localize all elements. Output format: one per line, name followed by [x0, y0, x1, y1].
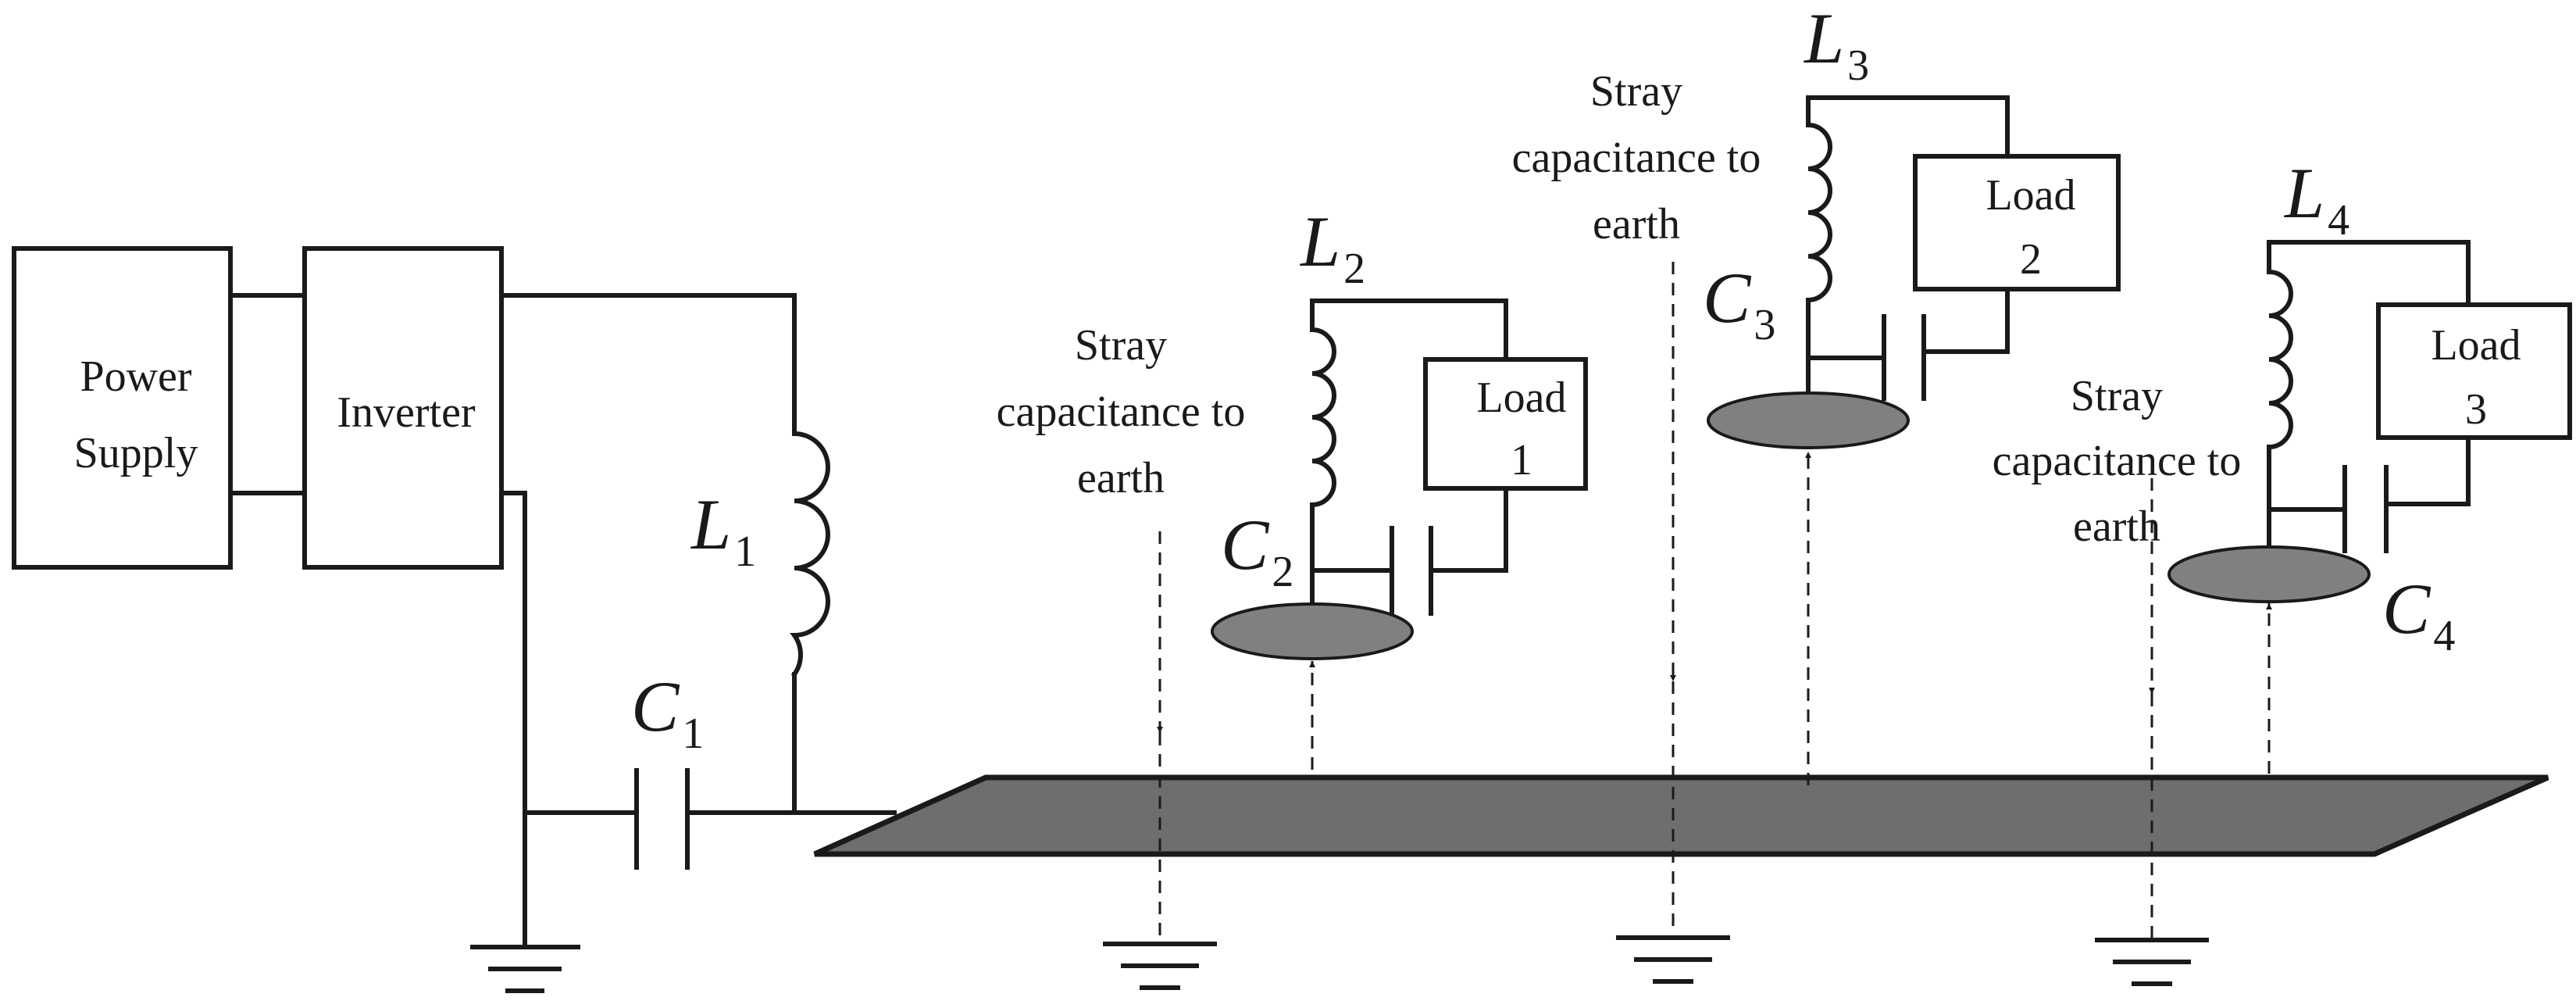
stray-label-2-line3: earth [1593, 200, 1680, 248]
inverter-label: Inverter [337, 388, 476, 437]
load-1-label-line1: Load [1476, 374, 1566, 422]
load-3-box [2376, 302, 2572, 440]
stray-label-3-line2: capacitance to [1993, 437, 2242, 485]
stray-label-2-line1: Stray [1590, 67, 1682, 116]
receiver-pad-2 [1707, 391, 1910, 449]
inverter-to-l1-wire [499, 293, 797, 436]
c4-label: C4 [2382, 569, 2455, 660]
inductor-l4 [2266, 269, 2293, 450]
load-3-label-line1: Load [2431, 321, 2521, 370]
l2-label: L2 [1299, 202, 1365, 293]
ground-symbol-2 [1103, 942, 1217, 990]
ground-symbol-1 [470, 945, 580, 993]
l2-top-wire [1310, 298, 1508, 362]
load-2-label-line2: 2 [2020, 235, 2042, 284]
l4-label: L4 [2283, 153, 2349, 245]
l3-top-wire [1806, 95, 2010, 159]
power-supply-box [12, 246, 233, 570]
c1-label: C1 [631, 667, 704, 758]
receiver-pad-3 [2167, 545, 2371, 603]
inductor-l2 [1309, 327, 1336, 508]
c2-right-wire [1429, 486, 1508, 573]
c4-right-wire [2384, 435, 2471, 506]
stray-label-3-line3: earth [2073, 502, 2160, 551]
load-2-box [1913, 154, 2121, 291]
ground-symbol-3 [1616, 935, 1730, 984]
load-2-label-line1: Load [1986, 171, 2075, 220]
inductor-l1 [790, 431, 830, 678]
c3-right-wire [1921, 287, 2010, 354]
c2-label: C2 [1221, 505, 1293, 596]
l4-top-wire [2267, 240, 2471, 307]
stray-label-1-line1: Stray [1075, 321, 1167, 370]
load-1-label-line2: 1 [1511, 436, 1532, 484]
power-supply-label-line1: Power [80, 352, 191, 401]
ground-plate [813, 774, 2549, 857]
stray-label-3-line1: Stray [2071, 372, 2163, 420]
stray-label-1-line2: capacitance to [997, 388, 1246, 436]
l3-label: L3 [1803, 0, 1869, 90]
ground-symbol-4 [2095, 938, 2209, 986]
power-supply-label-line2: Supply [74, 429, 198, 477]
stray-label-1-line3: earth [1077, 454, 1165, 502]
stray-label-2-line2: capacitance to [1512, 134, 1761, 182]
receiver-pad-1 [1211, 602, 1414, 660]
l1-label: L1 [690, 484, 756, 576]
inductor-l3 [1805, 122, 1832, 303]
inverter-ground-wire [499, 491, 527, 948]
c3-label: C3 [1703, 258, 1775, 349]
inverter-box [302, 246, 504, 570]
load-3-label-line2: 3 [2465, 385, 2487, 434]
